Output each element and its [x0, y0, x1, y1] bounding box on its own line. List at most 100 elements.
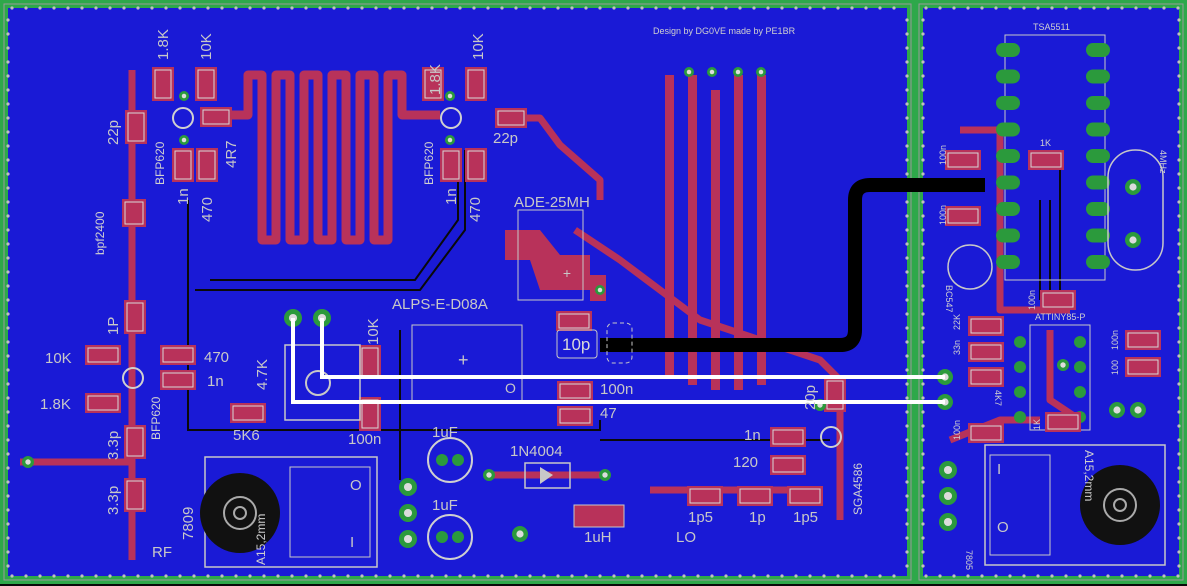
via-dot — [1106, 574, 1110, 578]
via-dot — [304, 6, 308, 10]
via-dot — [668, 574, 672, 578]
via-dot — [921, 452, 925, 456]
via-dot — [542, 6, 546, 10]
via-dot — [1078, 6, 1082, 10]
label-r22k: 22K — [952, 314, 962, 330]
via-dot — [1148, 574, 1152, 578]
via-dot — [905, 144, 909, 148]
label-c100n-a: 100n — [348, 431, 381, 448]
via-dot — [6, 102, 10, 106]
via-dot — [6, 452, 10, 456]
ic-pin — [1086, 175, 1110, 190]
via-dot — [1148, 6, 1152, 10]
label-r47: 47 — [600, 405, 617, 422]
crystal-4mhz — [1107, 149, 1164, 271]
via-dot — [696, 6, 700, 10]
via-dot — [1036, 6, 1040, 10]
via-dot — [921, 354, 925, 358]
via-dot — [808, 6, 812, 10]
regulator-7805 — [984, 444, 1166, 566]
via-dot — [1064, 574, 1068, 578]
pad — [939, 513, 957, 531]
via-dot — [905, 480, 909, 484]
ic-pin — [1086, 122, 1110, 137]
pad — [733, 67, 743, 77]
via-dot — [416, 6, 420, 10]
label-c22p-left: 22p — [105, 120, 122, 145]
via-dot — [905, 382, 909, 386]
pad — [399, 530, 417, 548]
via-dot — [80, 574, 84, 578]
label-r470-a: 470 — [199, 197, 216, 222]
smd-part — [1028, 150, 1064, 170]
label-c100n-r5: 100n — [952, 420, 962, 440]
via-dot — [6, 508, 10, 512]
via-dot — [1177, 326, 1181, 330]
smd-part — [687, 486, 723, 506]
via-dot — [1177, 452, 1181, 456]
via-dot — [822, 574, 826, 578]
via-dot — [1177, 396, 1181, 400]
via-dot — [1176, 574, 1180, 578]
via-dot — [921, 74, 925, 78]
via-dot — [1036, 574, 1040, 578]
label-r1k-r: 1K — [1040, 138, 1051, 148]
label-reg7809: 7809 — [180, 507, 197, 540]
label-r120: 120 — [733, 454, 758, 471]
via-dot — [738, 6, 742, 10]
via-dot — [921, 270, 925, 274]
smd-part — [152, 67, 174, 101]
label-c1p5-a: 1p5 — [688, 509, 713, 526]
label-c1p-b: 1p — [749, 509, 766, 526]
via-dot — [6, 130, 10, 134]
via-dot — [905, 522, 909, 526]
via-dot — [1177, 410, 1181, 414]
smd-part — [1040, 290, 1076, 310]
via-dot — [1177, 284, 1181, 288]
pad — [756, 67, 766, 77]
via-dot — [921, 284, 925, 288]
via-dot — [1092, 6, 1096, 10]
via-dot — [402, 574, 406, 578]
via-dot — [6, 32, 10, 36]
ic-pin — [1074, 336, 1086, 348]
coax-wire — [600, 178, 985, 352]
via-dot — [1177, 550, 1181, 554]
via-dot — [921, 298, 925, 302]
smd-part — [160, 370, 196, 390]
via-dot — [1177, 200, 1181, 204]
pad — [179, 135, 189, 145]
label-c1n-c: 1n — [744, 427, 761, 444]
via-dot — [921, 116, 925, 120]
via-dot — [836, 574, 840, 578]
via-dot — [905, 242, 909, 246]
label-lo: LO — [676, 529, 696, 546]
smd-part — [945, 206, 981, 226]
via-dot — [584, 574, 588, 578]
via-dot — [6, 270, 10, 274]
via-dot — [52, 574, 56, 578]
via-dot — [192, 574, 196, 578]
label-c1n-mid: 1n — [207, 373, 224, 390]
label-xtal: 4MHz — [1158, 150, 1168, 174]
diode-1n4004 — [524, 462, 571, 489]
smd-part — [1125, 330, 1161, 350]
label-c1uf-b: 1uF — [432, 497, 458, 514]
via-dot — [905, 214, 909, 218]
via-dot — [598, 6, 602, 10]
via-dot — [1106, 6, 1110, 10]
via-dot — [1177, 256, 1181, 260]
via-dot — [1177, 522, 1181, 526]
via-dot — [1177, 368, 1181, 372]
via-dot — [1092, 574, 1096, 578]
via-dot — [1177, 102, 1181, 106]
via-dot — [1177, 88, 1181, 92]
via-dot — [905, 270, 909, 274]
credit-text: Design by DG0VE made by PE1BR — [653, 26, 796, 36]
via-dot — [850, 574, 854, 578]
via-dot — [994, 6, 998, 10]
via-dot — [6, 74, 10, 78]
via-dot — [864, 574, 868, 578]
ic-pin — [1014, 386, 1026, 398]
ic-pin — [996, 43, 1020, 57]
